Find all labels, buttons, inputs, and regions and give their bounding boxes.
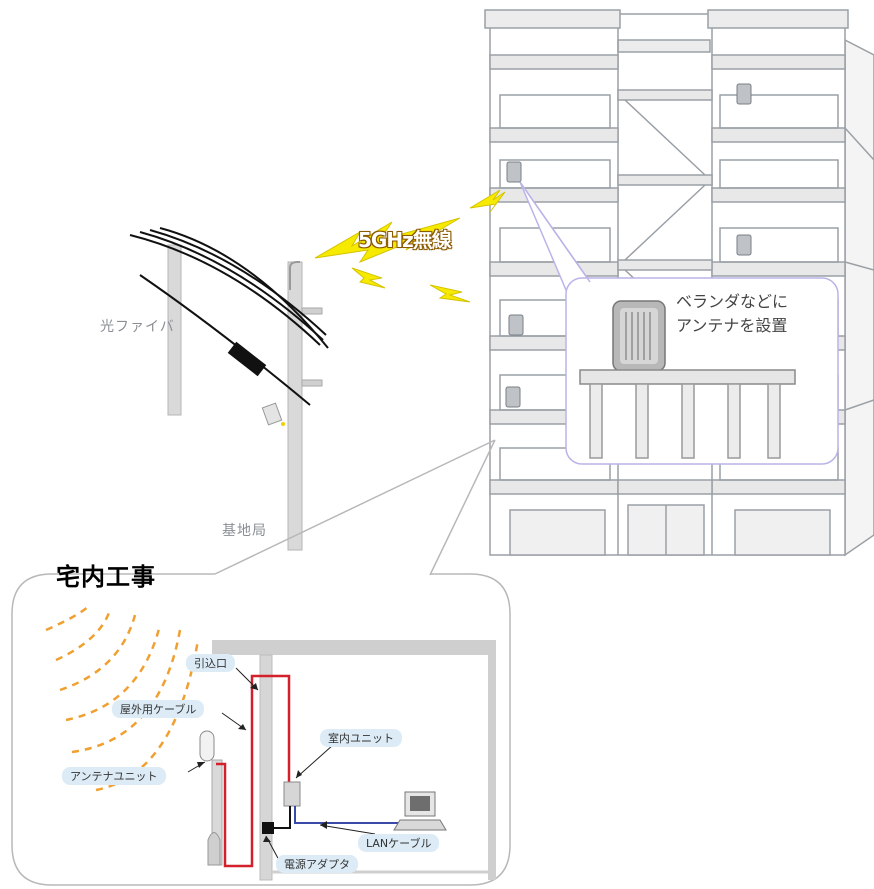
label-power-adapter: 電源アダプタ [276, 855, 358, 873]
fiber-label: 光ファイバ [100, 319, 175, 335]
indoor-unit [283, 781, 301, 807]
cable-closure [227, 341, 267, 377]
label-outdoor-cable: 屋外用ケーブル [112, 700, 205, 718]
fiber-cables [129, 227, 329, 406]
utility-poles [167, 244, 323, 551]
callout-line1: ベランダなどに [676, 292, 789, 311]
computer-icon [393, 791, 447, 831]
antenna-callout [519, 181, 839, 465]
label-antenna-unit: アンテナユニット [62, 767, 166, 785]
label-entry: 引込口 [186, 654, 235, 672]
wireless-label: 5GHz無線 [358, 228, 452, 252]
label-indoor-unit: 室内ユニット [320, 729, 402, 747]
signal-waves [45, 604, 200, 792]
section-title: 宅内工事 [56, 563, 156, 591]
building-antennas [505, 83, 752, 408]
wireless-lightning [314, 189, 506, 303]
power-adapter [262, 822, 274, 834]
callout-line2: アンテナを設置 [676, 316, 788, 335]
antenna-unit [199, 730, 223, 866]
base-station-label: 基地局 [222, 523, 267, 539]
outdoor-cable [216, 674, 291, 868]
label-lan-cable: LANケーブル [358, 834, 440, 852]
house-interior [212, 640, 496, 881]
lan-cable [294, 806, 412, 824]
interior-bubble [11, 439, 511, 886]
